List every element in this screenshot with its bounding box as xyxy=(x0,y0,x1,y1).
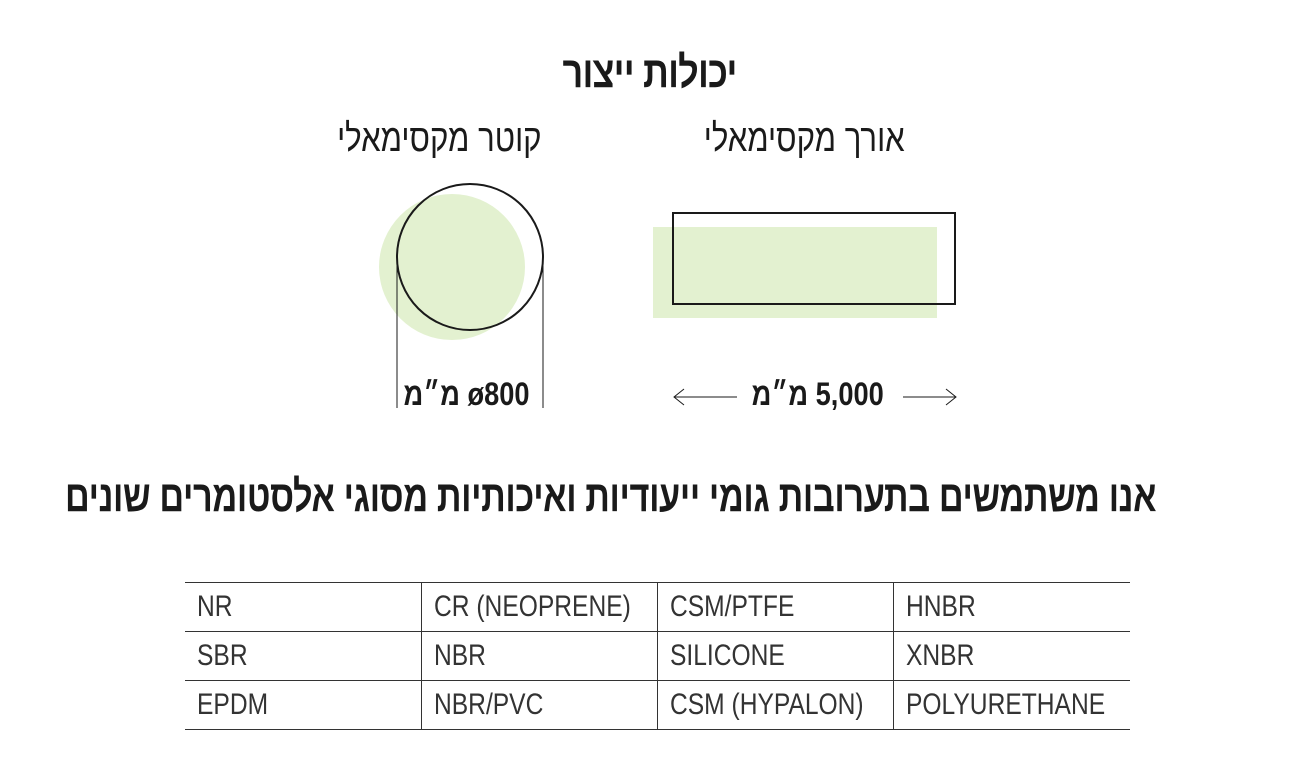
cell-text: HNBR xyxy=(906,590,976,623)
cell-text: SBR xyxy=(197,639,248,672)
table-cell: NBR xyxy=(420,631,658,681)
length-outline-rect xyxy=(672,212,956,305)
table-cell: CR (NEOPRENE) xyxy=(420,582,658,632)
table-cell: XNBR xyxy=(893,631,1130,681)
length-arrow-right xyxy=(903,388,957,406)
cell-text: NBR/PVC xyxy=(433,688,544,721)
length-fill-rect xyxy=(653,227,937,318)
table-cell: SBR xyxy=(185,631,422,681)
page-title: יכולות ייצור xyxy=(562,48,737,97)
cell-text: EPDM xyxy=(197,688,269,721)
cell-text: XNBR xyxy=(906,639,975,672)
table-cell: HNBR xyxy=(893,582,1130,632)
table-cell: POLYURETHANE xyxy=(893,680,1130,730)
table-cell: NBR/PVC xyxy=(420,680,658,730)
table-row: NR CR (NEOPRENE) CSM/PTFE HNBR xyxy=(185,582,1130,632)
table-row: EPDM NBR/PVC CSM (HYPALON) POLYURETHANE xyxy=(185,680,1130,730)
table-cell: CSM (HYPALON) xyxy=(656,680,894,730)
cell-text: POLYURETHANE xyxy=(906,688,1106,721)
capability-diagram xyxy=(379,183,957,408)
materials-table: NR CR (NEOPRENE) CSM/PTFE HNBR SBR NBR S… xyxy=(185,582,1130,730)
max-length-value: 5,000 מ״מ xyxy=(751,376,884,413)
table-cell: EPDM xyxy=(185,680,422,730)
max-length-label: אורך מקסימאלי xyxy=(703,118,905,160)
cell-text: SILICONE xyxy=(670,639,785,672)
diameter-fill-circle xyxy=(379,194,525,340)
max-diameter-label: קוטר מקסימאלי xyxy=(337,118,542,160)
cell-text: NR xyxy=(197,590,233,623)
elastomers-heading: אנו משתמשים בתערובות גומי ייעודיות ואיכו… xyxy=(64,472,1157,521)
cell-text: CSM/PTFE xyxy=(670,590,795,623)
max-diameter-value: ø800 מ״מ xyxy=(403,376,530,413)
table-row: SBR NBR SILICONE XNBR xyxy=(185,631,1130,681)
cell-text: CR (NEOPRENE) xyxy=(433,590,631,623)
length-arrow-left xyxy=(673,388,737,406)
cell-text: CSM (HYPALON) xyxy=(670,688,864,721)
table-cell: CSM/PTFE xyxy=(656,582,894,632)
table-cell: SILICONE xyxy=(656,631,894,681)
table-cell: NR xyxy=(185,582,422,632)
cell-text: NBR xyxy=(433,639,486,672)
